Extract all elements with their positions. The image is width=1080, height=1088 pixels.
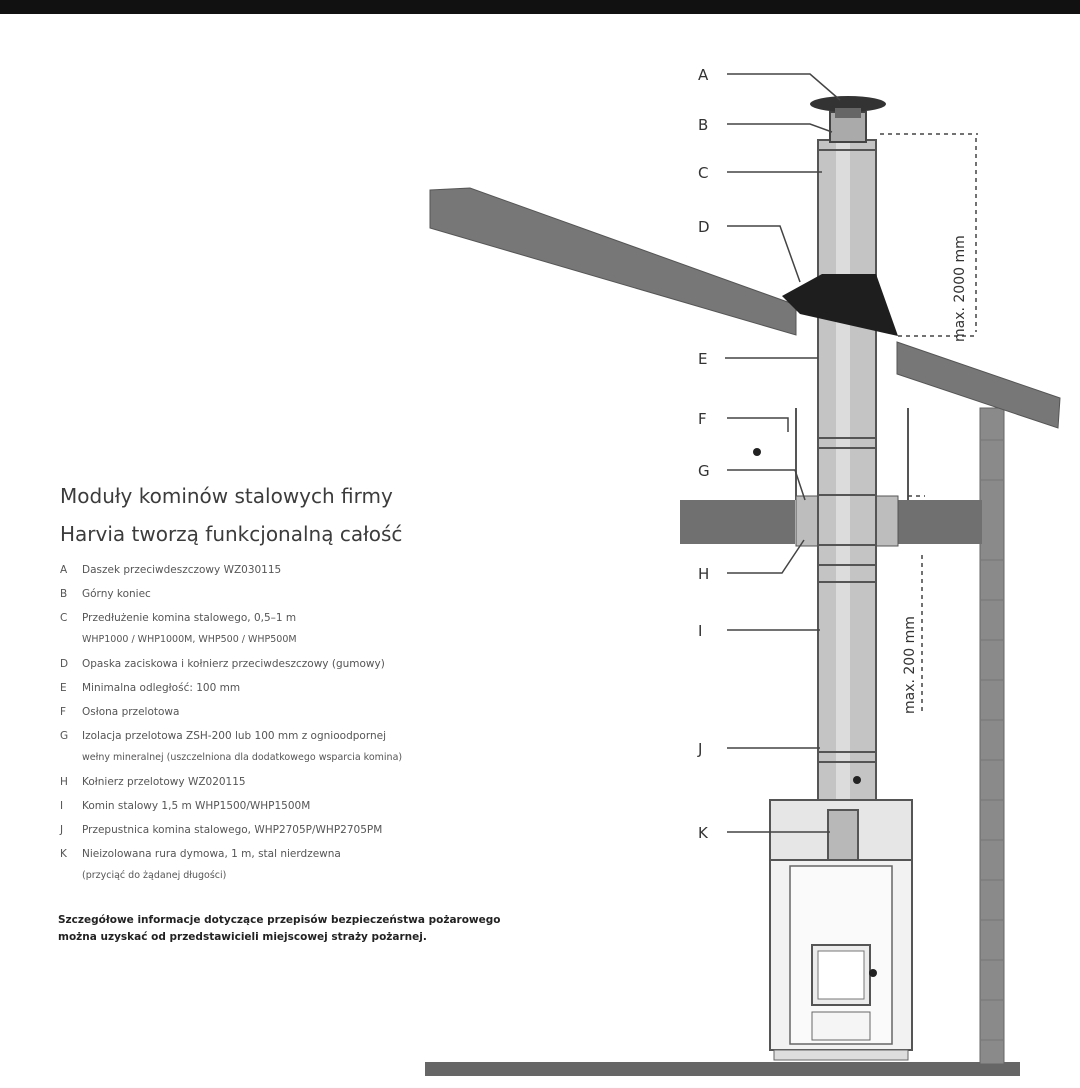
pass-through-shield <box>795 408 909 500</box>
diagram-label: D <box>698 218 710 236</box>
legend-item: G Izolacja przelotowa ZSH-200 lub 100 mm … <box>60 729 530 765</box>
diagram-label: E <box>698 350 707 368</box>
legend-letter: F <box>60 706 67 718</box>
legend-text: Górny koniec <box>82 588 151 600</box>
brick-wall <box>979 407 1005 1065</box>
legend-text: Przepustnica komina stalowego, WHP2705P/… <box>82 824 383 836</box>
legend-letter: B <box>60 588 68 600</box>
diagram-label: A <box>698 66 709 84</box>
legend-text: Przedłużenie komina stalowego, 0,5–1 m <box>82 612 297 624</box>
dimension-label-top: max. 2000 mm <box>952 235 968 342</box>
legend-text: Kołnierz przelotowy WZ020115 <box>82 776 246 788</box>
legend-text: Nieizolowana rura dymowa, 1 m, stal nier… <box>82 848 341 860</box>
legend-item: A Daszek przeciwdeszczowy WZ030115 <box>60 563 530 577</box>
diagram-label: K <box>698 824 709 842</box>
legend-item: D Opaska zaciskowa i kołnierz przeciwdesz… <box>60 657 530 671</box>
diagram-label: B <box>698 116 708 134</box>
floor <box>425 1062 1020 1076</box>
parts-legend: A Daszek przeciwdeszczowy WZ030115 B Górny… <box>60 563 530 893</box>
diagram-label: C <box>698 164 708 182</box>
legend-letter: H <box>60 776 68 788</box>
legend-item: C Przedłużenie komina stalowego, 0,5–1 m W… <box>60 611 530 647</box>
legend-item: K Nieizolowana rura dymowa, 1 m, stal nie… <box>60 847 530 883</box>
legend-text: Daszek przeciwdeszczowy WZ030115 <box>82 564 282 576</box>
dimension-lines <box>880 133 978 714</box>
legend-text: Osłona przelotowa <box>82 706 180 718</box>
legend-item: E Minimalna odległość: 100 mm <box>60 681 530 695</box>
diagram-label: I <box>698 622 702 640</box>
legend-subtext: WHP1000 / WHP1000M, WHP500 / WHP500M <box>82 634 297 645</box>
rain-cap <box>810 96 886 143</box>
heading-line-1: Moduły kominów stalowych firmy <box>60 484 393 508</box>
legend-item: I Komin stalowy 1,5 m WHP1500/WHP1500M <box>60 799 530 813</box>
diagram-labels: A B C D E F G H I J K <box>697 66 710 842</box>
legend-item: F Osłona przelotowa <box>60 705 530 719</box>
pass-through-insulation <box>795 495 899 547</box>
legend-text: Komin stalowy 1,5 m WHP1500/WHP1500M <box>82 800 311 812</box>
legend-letter: D <box>60 658 69 670</box>
legend-text: Minimalna odległość: 100 mm <box>82 682 241 694</box>
marker-dot <box>753 448 761 456</box>
heading-line-2: Harvia tworzą funkcjonalną całość <box>60 522 403 546</box>
diagram-label: G <box>698 462 710 480</box>
legend-item: H Kołnierz przelotowy WZ020115 <box>60 775 530 789</box>
legend-text: Izolacja przelotowa ZSH-200 lub 100 mm z… <box>82 730 386 742</box>
top-border-bar <box>0 0 1080 14</box>
roof <box>429 187 1061 429</box>
ceiling-slab <box>680 500 982 544</box>
diagram-label: F <box>698 410 707 428</box>
legend-text: Opaska zaciskowa i kołnierz przeciwdeszc… <box>82 658 385 670</box>
legend-item: B Górny koniec <box>60 587 530 601</box>
label-leader-lines <box>725 73 841 833</box>
diagram-label: H <box>698 565 709 583</box>
legend-letter: J <box>60 824 64 836</box>
diagram-label: J <box>697 740 702 758</box>
dimension-label-bottom: max. 200 mm <box>902 616 918 714</box>
legend-letter: I <box>60 800 64 812</box>
safety-note: Szczegółowe informacje dotyczące przepis… <box>58 914 501 943</box>
legend-item: J Przepustnica komina stalowego, WHP2705P… <box>60 823 530 837</box>
rain-collar <box>782 274 898 336</box>
legend-letter: C <box>60 612 68 624</box>
legend-subtext: (przyciąć do żądanej długości) <box>82 870 227 881</box>
legend-subtext: wełny mineralnej (uszczelniona dla dodat… <box>82 752 403 763</box>
legend-letter: K <box>60 848 67 860</box>
legend-letter: E <box>60 682 67 694</box>
sauna-stove <box>769 799 913 1061</box>
legend-letter: A <box>60 564 68 576</box>
legend-letter: G <box>60 730 69 742</box>
chimney-pipe <box>817 139 877 811</box>
